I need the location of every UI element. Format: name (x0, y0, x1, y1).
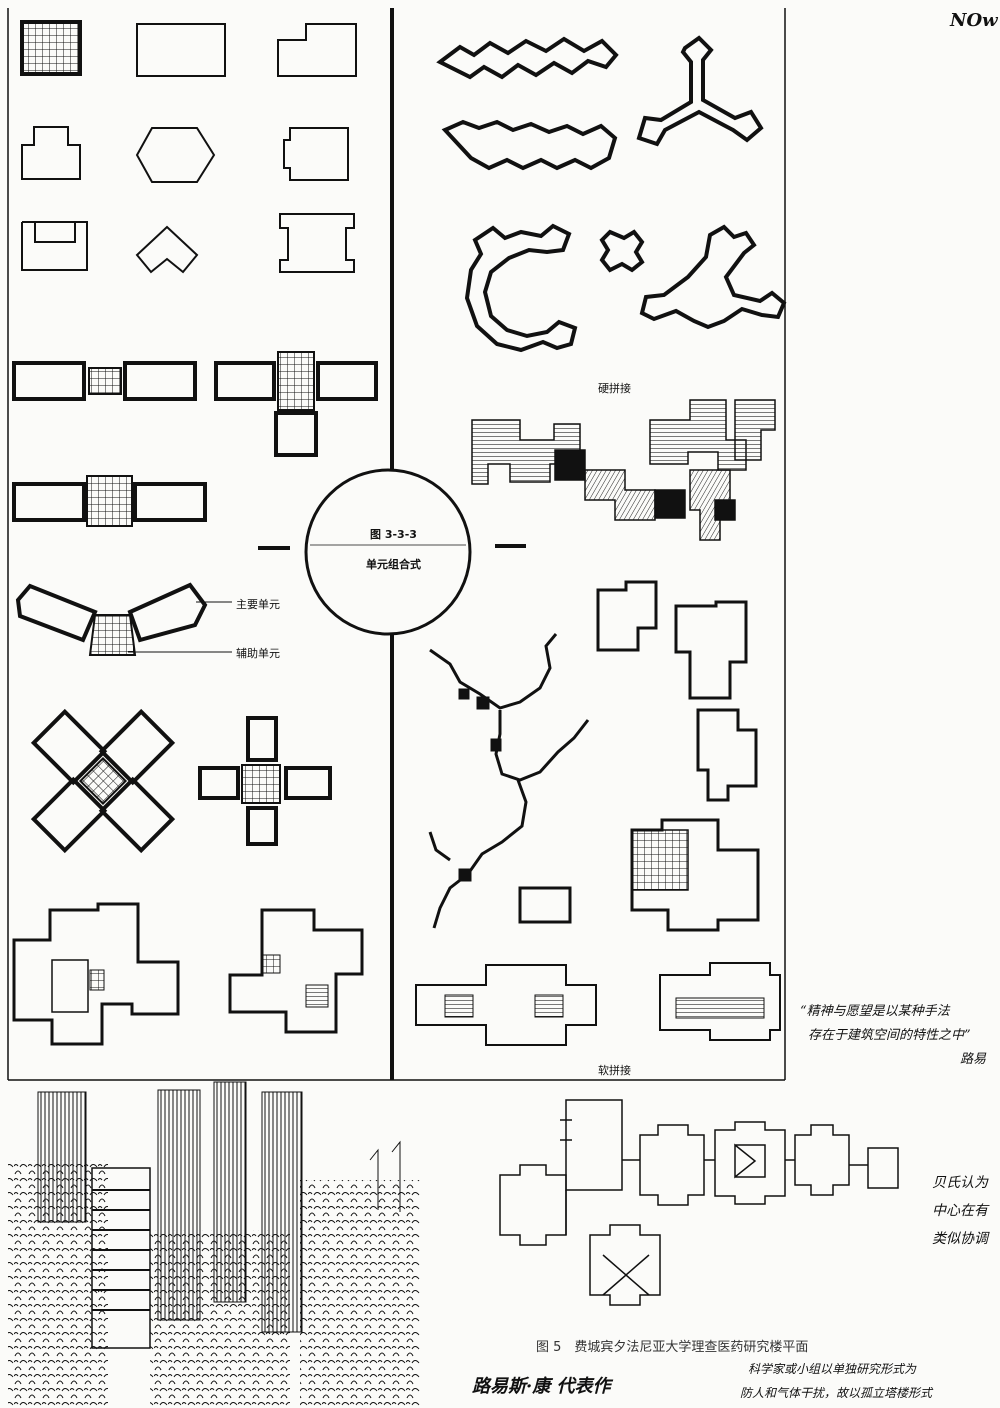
signature: 路易斯·康 代表作 (472, 1376, 611, 1397)
basic-unit-shapes (20, 20, 357, 274)
side-note-line-1: 贝氏认为 (932, 1175, 988, 1191)
label-main-unit: 主要单元 (236, 598, 280, 611)
label-soft-join: 软拼接 (598, 1064, 631, 1077)
linear-unit-combos (12, 351, 378, 527)
tower-perspective-sketch (8, 1081, 420, 1408)
figure5-lab-plan (499, 1099, 899, 1306)
bottom-note-line-2: 防人和气体干扰，故以孤立塔楼形式 (740, 1386, 933, 1400)
side-note-line-3: 类似协调 (932, 1231, 988, 1247)
badge-title: 单元组合式 (366, 558, 421, 571)
label-aux-unit: 辅助单元 (236, 647, 280, 660)
corner-note: NOw (950, 10, 998, 31)
radial-unit-combos (30, 708, 332, 854)
side-note-line-2: 中心在有 (932, 1203, 988, 1219)
figure5-caption: 图 5 费城宾夕法尼亚大学理查医药研究楼平面 (536, 1340, 809, 1355)
hard-join-plans (436, 35, 787, 353)
bottom-note-line-1: 科学家或小组以单独研究形式为 (748, 1362, 917, 1376)
badge-figure-number: 图 3-3-3 (370, 528, 417, 541)
figure-badge (258, 468, 526, 636)
quote-line-1: “精神与愿望是以某种手法 (800, 1004, 950, 1019)
soft-join-branch-plans (428, 580, 760, 932)
angled-unit-combo (15, 582, 232, 656)
compound-unit-plans (12, 902, 364, 1046)
soft-join-linear-plans (415, 962, 781, 1046)
quote-attribution: 路易 (960, 1052, 987, 1067)
hatched-cluster-plans (471, 399, 776, 541)
label-hard-join: 硬拼接 (598, 382, 631, 395)
quote-line-2: 存在于建筑空间的特性之中” (808, 1028, 971, 1043)
